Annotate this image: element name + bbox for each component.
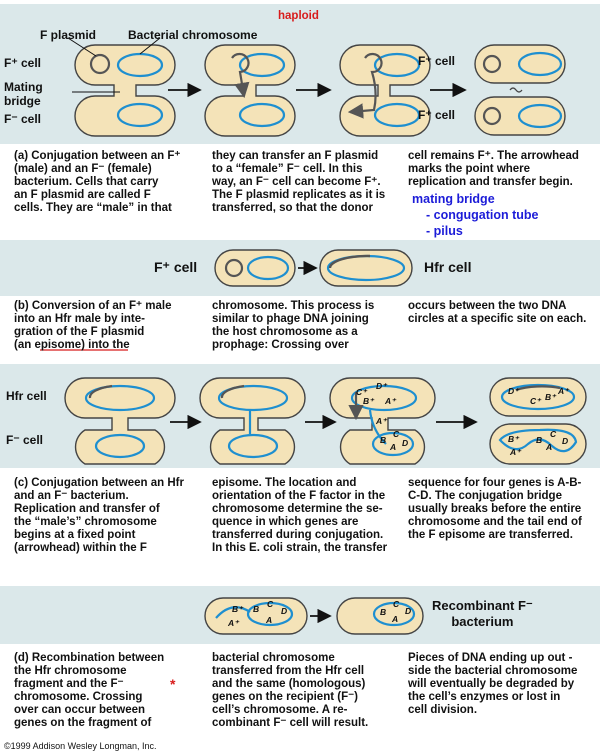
gene-b-label: B xyxy=(380,435,386,445)
fminus-cell-label: F⁻ cell xyxy=(4,112,42,126)
gene-c2-label-r: C⁺ xyxy=(530,396,542,406)
panel-c-dna xyxy=(84,383,578,459)
gene-a-label-d: A xyxy=(265,615,272,625)
caption-d-col1: (d) Recombination between the Hfr chromo… xyxy=(14,652,165,729)
gene-a-label: A xyxy=(389,442,396,452)
mating-bridge-label: Mating bridge xyxy=(4,80,43,108)
caption-a-col1: (a) Conjugation between an F⁺ (male) and… xyxy=(14,150,181,214)
panel-a-leaders xyxy=(67,37,161,93)
gene-a-label-r: A xyxy=(545,442,552,452)
caption-d-col3: Pieces of DNA ending up out - side the b… xyxy=(408,652,578,716)
fplus-cell-2 xyxy=(204,44,296,137)
gene-c-label-r: C xyxy=(550,429,557,439)
panel-b-cells xyxy=(214,249,413,287)
gene-c2-label: C⁺ xyxy=(356,387,368,397)
haploid-annotation: haploid xyxy=(278,10,319,22)
gene-a2-label-r: A⁺ xyxy=(557,386,570,396)
note-mating-bridge: mating bridge xyxy=(412,192,495,206)
gene-d-label-d: D xyxy=(281,606,287,616)
gene-b2-label: B⁺ xyxy=(363,396,375,406)
gene-b2-label-r: B⁺ xyxy=(545,392,557,402)
result-fplus-label-bottom: F⁺ cell xyxy=(418,108,456,122)
note-pilus: - pilus xyxy=(426,224,463,238)
gene-b-label-r: B xyxy=(536,435,542,445)
panel-d-gene-labels: B⁺ A⁺ B C A D B C A D xyxy=(227,599,411,628)
panel-a-cells xyxy=(74,44,566,137)
gene-d2-label-r: D⁺ xyxy=(508,386,520,396)
caption-b-col2: chromosome. This process is similar to p… xyxy=(212,300,375,351)
gene-b-label-res: B xyxy=(380,607,386,617)
caption-c-col1: (c) Conjugation between an Hfr and an F⁻… xyxy=(14,477,184,554)
red-star-mark: * xyxy=(170,676,176,692)
gene-d-label: D xyxy=(402,438,408,448)
gene-d-label-res: D xyxy=(405,606,411,616)
gene-a2-label-d: A⁺ xyxy=(227,618,240,628)
caption-d-col2: bacterial chromosome transferred from th… xyxy=(212,652,369,729)
recombinant-bacterium-label: Recombinant F⁻ bacterium xyxy=(432,598,533,629)
caption-b-col3: occurs between the two DNA circles at a … xyxy=(408,300,587,325)
gene-d2-label: D⁺ xyxy=(376,381,388,391)
gene-b-label-d: B xyxy=(253,604,259,614)
panel-c-episome xyxy=(88,384,561,421)
gene-a2-label: A⁺ xyxy=(384,396,397,406)
fplus-cell-label-b: F⁺ cell xyxy=(154,259,198,275)
panel-a-plasmids xyxy=(89,52,523,126)
copyright-text: ©1999 Addison Wesley Longman, Inc. xyxy=(4,741,157,751)
fplus-cell-label: F⁺ cell xyxy=(4,56,42,70)
f-plasmid-label: F plasmid xyxy=(40,28,97,42)
fminus-cell-label-c: F⁻ cell xyxy=(6,433,44,447)
gene-b2-label-r2: B⁺ xyxy=(508,434,520,444)
gene-a2-label-r2: A⁺ xyxy=(509,447,522,457)
hfr-cell-label-b: Hfr cell xyxy=(424,259,472,275)
caption-c-col2: episome. The location and orientation of… xyxy=(212,477,388,554)
gene-c-label-d: C xyxy=(267,599,274,609)
panel-c-gene-labels: C⁺ D⁺ B⁺ A⁺ A⁺ B C A D D⁺ C⁺ B⁺ A⁺ B⁺ A⁺… xyxy=(356,381,570,457)
panel-a-dna xyxy=(116,51,563,129)
panel-d-cells xyxy=(204,597,424,635)
gene-a2-label-bridge: A⁺ xyxy=(375,416,388,426)
caption-c-col3: sequence for four genes is A-B- C-D. The… xyxy=(408,477,582,541)
bacterial-chromosome-label: Bacterial chromosome xyxy=(128,28,258,42)
gene-d-label-r: D xyxy=(562,436,568,446)
caption-a-col3: cell remains F⁺. The arrowhead marks the… xyxy=(408,150,579,188)
note-congugation-tube: - congugation tube xyxy=(426,208,539,222)
caption-b-col1: (b) Conversion of an F⁺ male into an Hfr… xyxy=(14,300,172,351)
gene-c-label-res: C xyxy=(393,599,400,609)
gene-c-label: C xyxy=(393,429,400,439)
result-fplus-label-top: F⁺ cell xyxy=(418,54,456,68)
caption-a-col2: they can transfer an F plasmid to a “fem… xyxy=(212,150,386,214)
hfr-cell-label-c: Hfr cell xyxy=(6,389,47,403)
gene-b2-label-d: B⁺ xyxy=(232,604,244,614)
gene-a-label-res: A xyxy=(391,614,398,624)
fplus-cell xyxy=(74,44,176,137)
